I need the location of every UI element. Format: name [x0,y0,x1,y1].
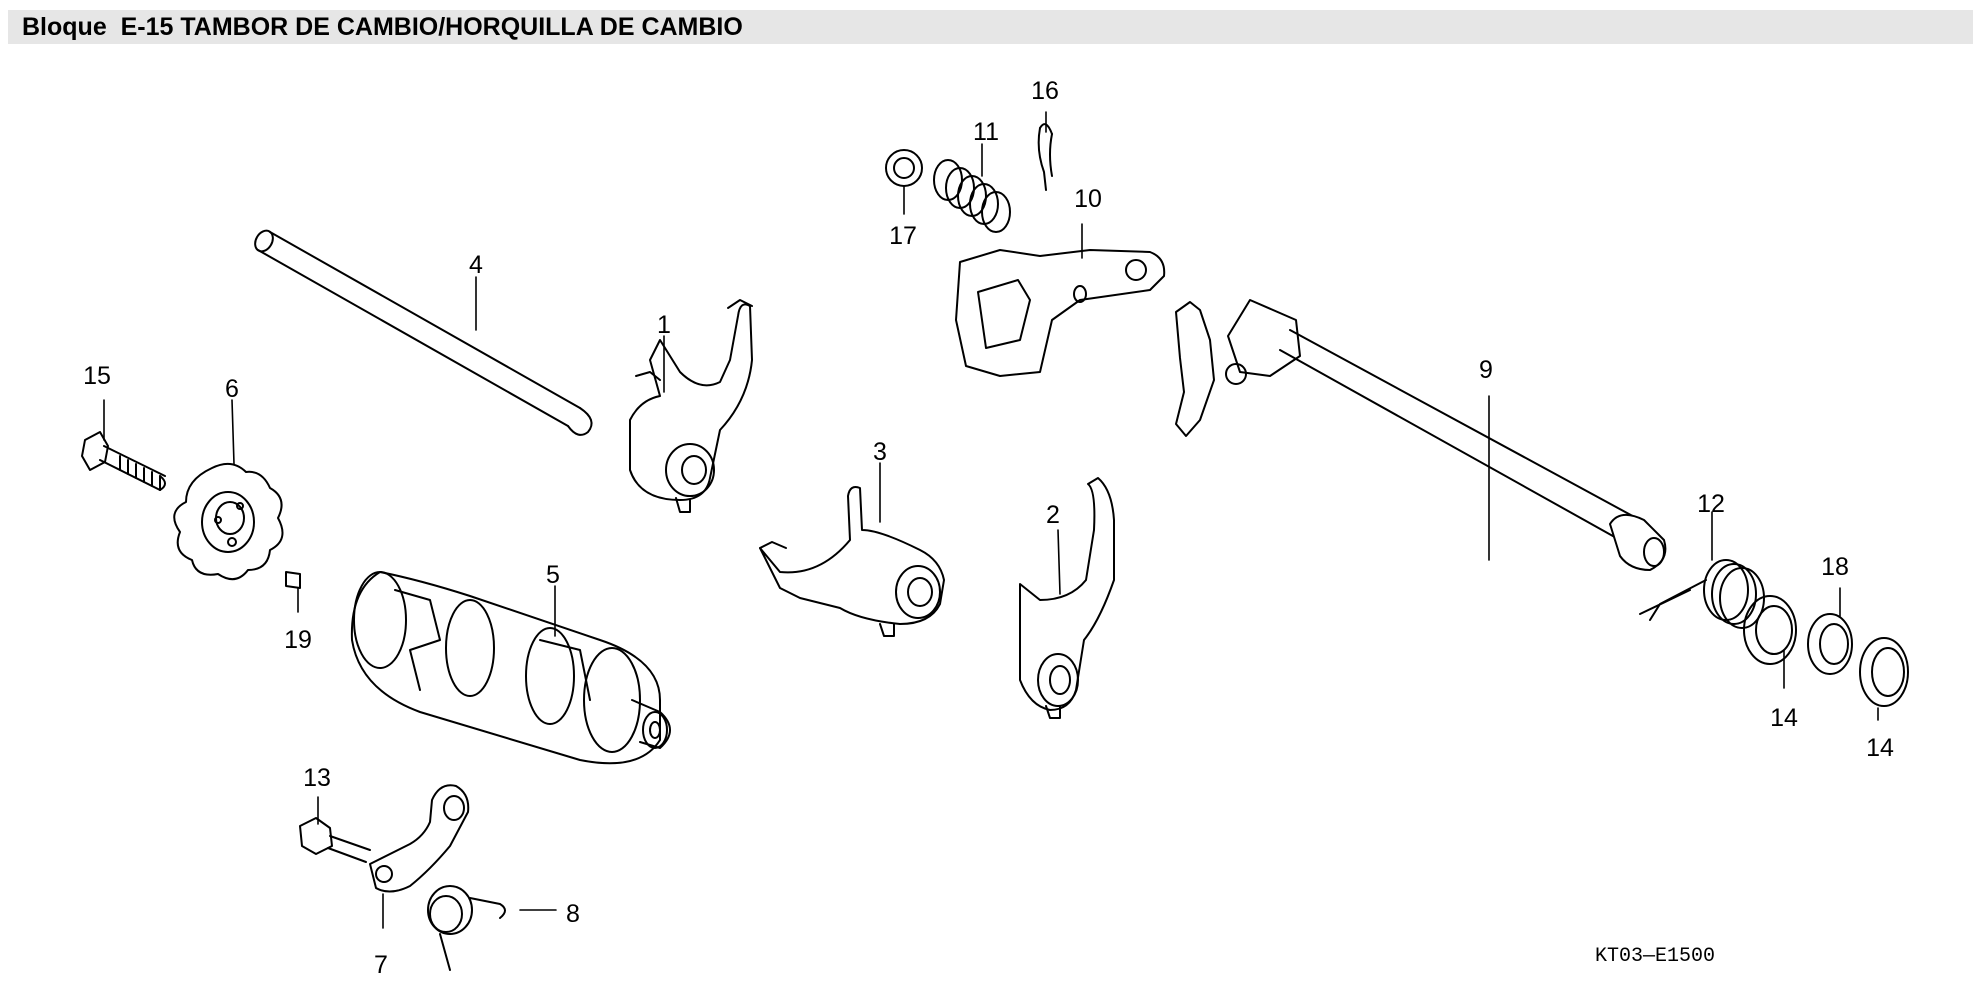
callout-1: 1 [657,311,671,339]
part-11-spring [933,159,1011,233]
part-8-torsion-spring [427,885,506,971]
callout-14a: 14 [1770,704,1798,732]
part-1-shift-fork [629,299,753,513]
title-bar: Bloque E-15 TAMBOR DE CAMBIO/HORQUILLA D… [8,10,1973,44]
part-17-circlip [885,149,923,187]
part-9-gearshift-spindle [1175,299,1667,571]
part-14-washer-a [1743,595,1797,665]
part-18-circlip [1807,613,1853,675]
part-4-fork-shaft [254,229,593,436]
part-14-washer-b [1859,637,1909,707]
callout-13: 13 [303,764,331,792]
callout-6: 6 [225,375,239,403]
part-19-dowel-pin [285,571,301,589]
callout-12: 12 [1697,490,1725,518]
page-title: Bloque E-15 TAMBOR DE CAMBIO/HORQUILLA D… [22,13,743,41]
part-13-bolt [299,817,371,863]
callout-10: 10 [1074,185,1102,213]
callout-8: 8 [566,900,580,928]
diagram-reference-code: KT03—E1500 [1595,945,1715,968]
callout-18: 18 [1821,553,1849,581]
part-15-bolt [81,431,166,491]
callout-3: 3 [873,438,887,466]
callout-14b: 14 [1866,734,1894,762]
part-3-shift-fork [759,486,945,637]
part-10-arm-plate [955,249,1166,377]
callout-2: 2 [1046,501,1060,529]
part-16-cotter-pin [1037,123,1053,191]
callout-19: 19 [284,626,312,654]
callout-17: 17 [889,222,917,250]
callout-7: 7 [374,951,388,979]
part-2-shift-fork [1019,477,1115,719]
callout-15: 15 [83,362,111,390]
callout-16: 16 [1031,77,1059,105]
part-5-shift-drum [350,571,671,765]
callout-11: 11 [973,118,999,146]
part-6-shift-drum-cam [173,462,284,581]
leader-lines [103,111,1879,929]
part-12-return-spring [1639,559,1765,629]
callout-9: 9 [1479,356,1493,384]
callout-5: 5 [546,561,560,589]
part-7-stopper-arm [369,784,470,893]
callout-4: 4 [469,251,483,279]
